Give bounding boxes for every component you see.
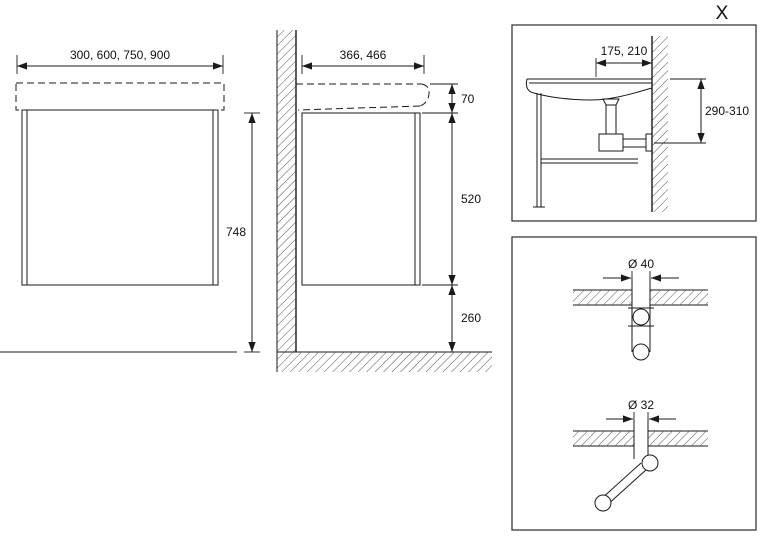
floor-clearance-label: 260 bbox=[461, 311, 481, 325]
angled-pipe-wall bbox=[599, 462, 642, 501]
wall-hatch bbox=[277, 30, 296, 372]
overall-height-label: 748 bbox=[226, 225, 246, 239]
detail-x-border bbox=[511, 24, 757, 222]
coupling-joint bbox=[632, 308, 650, 326]
outlet-height-label: 290-310 bbox=[705, 104, 749, 118]
detail-marker-label: X bbox=[716, 3, 729, 24]
washbasin-height-label: 70 bbox=[461, 92, 475, 106]
angled-pipe-wall bbox=[605, 468, 648, 507]
pipe-end-joint bbox=[632, 343, 650, 361]
cabinet-height-label: 520 bbox=[461, 192, 481, 206]
slab-hatch bbox=[650, 290, 708, 305]
pipe-detail-panel: Ø 40 Ø 32 bbox=[511, 236, 757, 531]
side-view: 366, 466 748 70 520 260 bbox=[226, 30, 492, 372]
width-dimension-label: 300, 600, 750, 900 bbox=[70, 48, 170, 62]
washbasin-front-edge bbox=[419, 83, 430, 107]
washbasin-bottom bbox=[297, 105, 421, 111]
cabinet-body bbox=[21, 109, 219, 286]
depth-dimension-label: 366, 466 bbox=[340, 48, 387, 62]
detail-x-panel: 175, 210 290-310 bbox=[511, 24, 757, 222]
wall-flange bbox=[645, 133, 653, 152]
pipe-detail-border bbox=[511, 236, 757, 531]
trap-body bbox=[598, 133, 624, 152]
slab-hatch bbox=[573, 431, 634, 446]
floor-hatch bbox=[296, 352, 492, 372]
slab-hatch bbox=[648, 431, 708, 446]
wall-offset-label: 175, 210 bbox=[601, 44, 648, 58]
basin-front-lip bbox=[525, 78, 535, 94]
detail-wall-hatch bbox=[652, 36, 668, 212]
washbasin-outline bbox=[15, 82, 225, 111]
pipe-end-joint bbox=[594, 494, 612, 512]
lower-pipe-diameter-label: Ø 32 bbox=[628, 398, 654, 412]
front-view: 300, 600, 750, 900 bbox=[0, 48, 237, 353]
upper-pipe-diameter-label: Ø 40 bbox=[628, 257, 654, 271]
cabinet-side-body bbox=[301, 112, 421, 286]
slab-hatch bbox=[573, 290, 632, 305]
elbow-joint bbox=[641, 454, 659, 472]
